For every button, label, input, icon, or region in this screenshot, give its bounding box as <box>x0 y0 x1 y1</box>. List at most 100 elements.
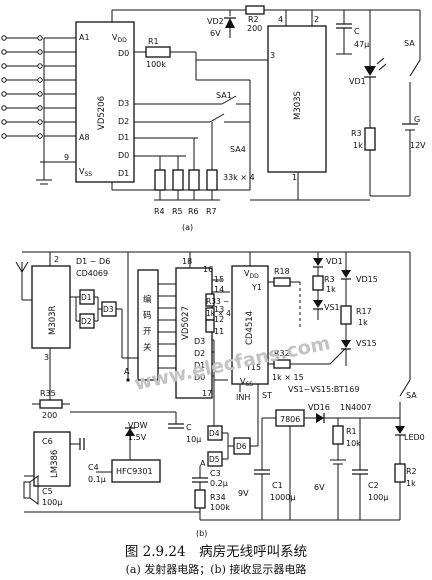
svg-text:R17: R17 <box>356 307 372 316</box>
svg-text:VD1: VD1 <box>326 257 343 266</box>
svg-text:12V: 12V <box>410 141 426 150</box>
pin-d3: D3 <box>118 99 129 108</box>
resistor-r1: R1 100k <box>134 37 268 69</box>
svg-text:R6: R6 <box>188 207 199 216</box>
svg-text:0.1μ: 0.1μ <box>88 475 106 484</box>
svg-text:VS1: VS1 <box>324 303 340 312</box>
pin-vdd: VDD <box>112 33 127 44</box>
svg-text:VD15: VD15 <box>356 275 378 284</box>
svg-text:编: 编 <box>143 294 152 305</box>
svg-text:D4: D4 <box>209 429 220 438</box>
svg-text:47μ: 47μ <box>354 40 369 49</box>
svg-text:D3: D3 <box>194 337 205 346</box>
svg-text:码: 码 <box>143 311 152 321</box>
svg-text:R2: R2 <box>406 467 417 476</box>
svg-text:SA4: SA4 <box>230 145 246 154</box>
svg-text:11: 11 <box>214 327 224 336</box>
pin-a1: A1 <box>79 33 90 42</box>
svg-text:10k: 10k <box>346 439 361 448</box>
svg-text:R32: R32 <box>274 349 290 358</box>
svg-text:33k × 4: 33k × 4 <box>223 173 255 182</box>
svg-text:CD4514: CD4514 <box>245 311 255 345</box>
svg-text:SA1: SA1 <box>216 91 232 100</box>
svg-text:1N4007: 1N4007 <box>340 403 371 412</box>
figure-caption: 图 2.9.24 病房无线呼叫系统 <box>125 544 307 560</box>
svg-text:LED0: LED0 <box>404 433 425 442</box>
svg-text:C6: C6 <box>42 437 53 446</box>
svg-text:100k: 100k <box>146 60 166 69</box>
svg-text:开: 开 <box>143 327 152 337</box>
channel-1: VD1 R3 1k VS1 <box>312 252 343 320</box>
svg-text:C2: C2 <box>368 481 379 490</box>
svg-text:1k × 15: 1k × 15 <box>272 373 304 382</box>
svg-text:200: 200 <box>247 24 262 33</box>
svg-text:R1: R1 <box>148 37 159 46</box>
resistor-r35: R35 200 <box>32 389 70 420</box>
svg-text:R2: R2 <box>248 15 259 24</box>
label-b: (b) <box>196 529 207 538</box>
svg-text:2: 2 <box>314 15 319 24</box>
svg-text:100μ: 100μ <box>42 498 62 507</box>
svg-text:VD5027: VD5027 <box>181 306 191 340</box>
svg-text:9V: 9V <box>238 489 249 498</box>
svg-text:D5: D5 <box>209 455 220 464</box>
pin-d0-top: D0 <box>118 49 129 58</box>
svg-text:D2: D2 <box>194 349 205 358</box>
svg-text:INH: INH <box>236 393 250 402</box>
capacitor-c: C 47μ <box>336 10 369 55</box>
ic-hfc9301: HFC9301 VDW 1.5V <box>70 411 176 483</box>
zener-vd2: VD2 6V <box>207 10 236 38</box>
svg-text:D1 ~ D6: D1 ~ D6 <box>76 257 110 266</box>
svg-text:A: A <box>200 459 206 468</box>
svg-text:C4: C4 <box>88 463 99 472</box>
antenna <box>15 261 32 301</box>
figure-subcaption: (a) 发射器电路；(b) 接收显示器电路 <box>126 562 307 576</box>
svg-text:1k: 1k <box>406 479 416 488</box>
svg-text:R33 ~ R31: R33 ~ R31 <box>206 297 247 306</box>
svg-text:12: 12 <box>214 315 224 324</box>
circuit-a: A1 A8 9 VSS VDD D0 D3 D2 D1 D0 D1 VD5206 <box>1 5 426 232</box>
svg-text:3: 3 <box>270 51 275 60</box>
ic-vd5206: A1 A8 9 VSS VDD D0 D3 D2 D1 D0 D1 VD5206 <box>40 21 135 183</box>
svg-text:1k × 4: 1k × 4 <box>206 309 231 318</box>
svg-text:VD1: VD1 <box>349 77 366 86</box>
svg-text:R35: R35 <box>40 389 56 398</box>
pin-vss: VSS <box>79 167 92 178</box>
svg-text:R5: R5 <box>172 207 183 216</box>
svg-text:R34: R34 <box>210 493 226 502</box>
svg-text:14: 14 <box>214 285 224 294</box>
svg-text:Y1: Y1 <box>251 283 262 292</box>
svg-text:6V: 6V <box>210 29 221 38</box>
svg-text:M303R: M303R <box>48 305 58 335</box>
output-resistors: R18 R32 1k × 15 <box>268 267 330 382</box>
svg-text:1.5V: 1.5V <box>128 433 147 442</box>
svg-text:CD4069: CD4069 <box>76 269 108 278</box>
svg-text:1k: 1k <box>358 318 368 327</box>
svg-text:6V: 6V <box>314 483 325 492</box>
resistor-r2: R2 200 <box>245 5 265 33</box>
power-section: 7806 VD16 1N4007 R1 10k C1 1000μ 6V <box>200 403 425 521</box>
svg-text:D6: D6 <box>236 442 247 451</box>
pin-9: 9 <box>64 153 69 162</box>
svg-text:VDW: VDW <box>128 421 148 430</box>
svg-text:13: 13 <box>214 305 224 314</box>
svg-text:100μ: 100μ <box>368 493 388 502</box>
svg-text:3: 3 <box>44 353 49 362</box>
inverter-gates: D1 D2 D3 <box>70 289 152 359</box>
svg-text:100k: 100k <box>210 503 230 512</box>
svg-text:Y15: Y15 <box>245 363 261 372</box>
pin-d2: D2 <box>118 117 129 126</box>
svg-text:VSS: VSS <box>240 377 253 388</box>
svg-text:R3: R3 <box>324 275 335 284</box>
pin-d0: D0 <box>118 151 129 160</box>
svg-text:VS15: VS15 <box>356 339 377 348</box>
speaker: C5 100μ <box>23 475 62 507</box>
svg-text:4: 4 <box>278 15 283 24</box>
svg-text:C5: C5 <box>42 487 53 496</box>
svg-text:16: 16 <box>203 265 213 274</box>
c3-r34: C3 0.2μ R34 100k <box>192 466 230 512</box>
address-switch-array <box>1 35 76 185</box>
circuit-b: 2 3 M303R D1 ~ D6 CD4069 D1 D2 D3 <box>15 251 425 538</box>
svg-text:SA: SA <box>404 39 415 48</box>
